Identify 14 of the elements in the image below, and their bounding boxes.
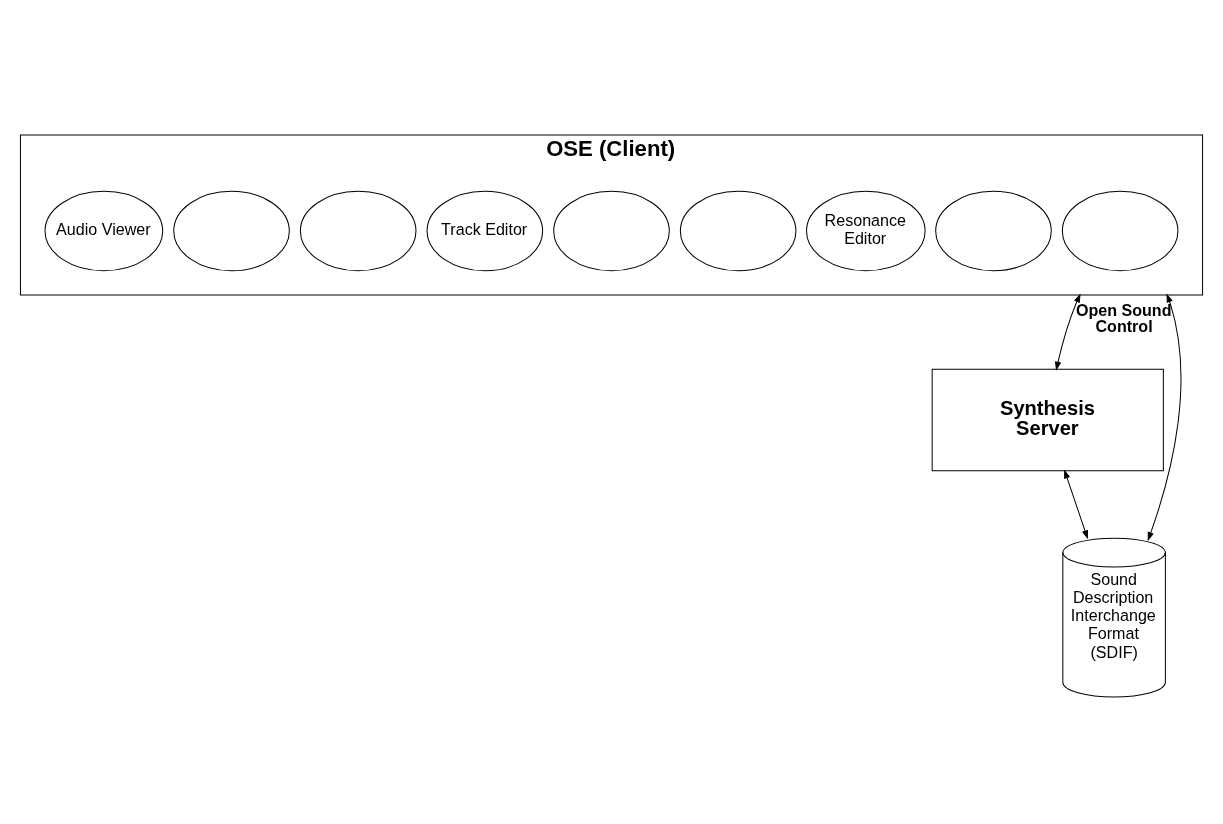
node-ellipse — [553, 190, 670, 272]
arrow — [1054, 293, 1081, 371]
node-ellipse — [173, 190, 290, 272]
node-ellipse: Resonance Editor — [806, 190, 926, 272]
arrow — [1064, 469, 1088, 540]
node-box: Synthesis Server — [931, 368, 1164, 472]
edge-label: Open Sound Control — [1075, 300, 1172, 335]
node-ellipse: Audio Viewer — [44, 190, 164, 272]
arrow — [1147, 293, 1182, 542]
node-ellipse — [299, 190, 417, 272]
node-ellipse — [1061, 190, 1179, 272]
node-ellipse: Track Editor — [426, 190, 544, 272]
node-ellipse — [679, 190, 797, 272]
node-ellipse — [935, 190, 1052, 272]
